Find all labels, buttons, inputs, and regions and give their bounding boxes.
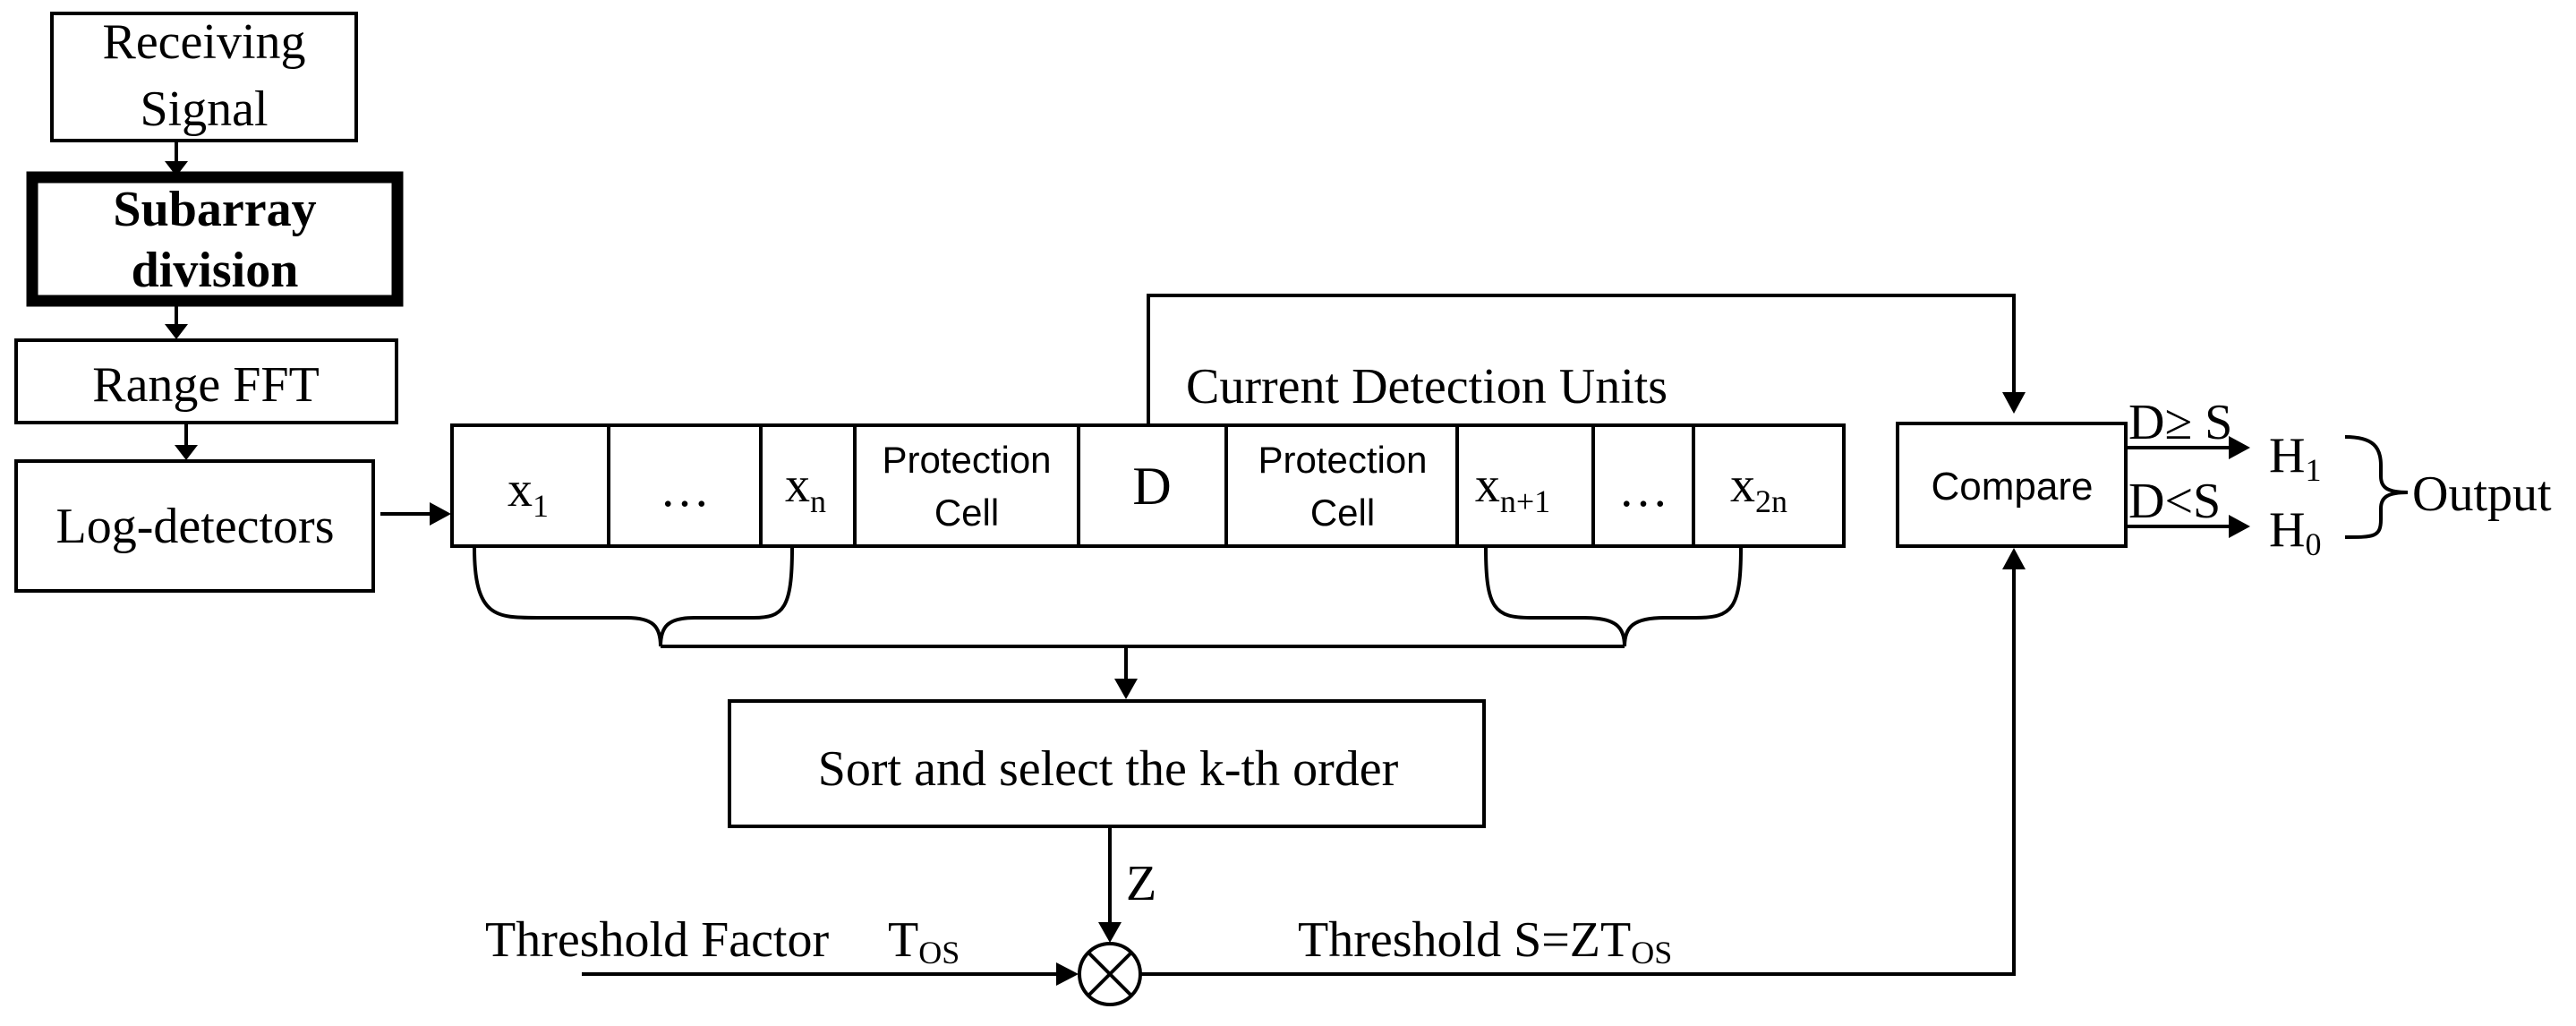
current-detection-units-label: Current Detection Units xyxy=(1186,359,1668,415)
d-ge-s-label: D≥ S xyxy=(2128,395,2232,450)
wire-multiplier-to-compare xyxy=(1140,548,2026,976)
subarray-division-block: Subarray division xyxy=(26,171,404,307)
t-os-label: TOS xyxy=(888,912,960,970)
protection-right-line1: Protection xyxy=(1258,439,1427,481)
cell-protection-right xyxy=(1224,423,1459,548)
brace-right xyxy=(1484,547,1743,647)
cell-dots-right xyxy=(1591,423,1695,548)
output-label: Output xyxy=(2412,466,2552,522)
reference-window: x1 … xn Protection Cell D Protection Cel… xyxy=(450,423,1846,548)
protection-right-line2: Cell xyxy=(1310,492,1375,534)
brace-left xyxy=(473,547,794,647)
z-label: Z xyxy=(1126,856,1156,911)
wire-compare-to-h0 xyxy=(2126,515,2250,538)
wire-d-to-compare xyxy=(1147,294,2026,425)
threshold-s-label: Threshold S=ZTOS xyxy=(1298,912,1672,970)
cell-xn-label: xn xyxy=(785,457,826,519)
subarray-division-line2: division xyxy=(132,243,299,298)
sort-select-label: Sort and select the k-th order xyxy=(818,741,1399,797)
arrow-subarray-to-fft xyxy=(165,306,188,339)
arrow-fft-to-log xyxy=(175,423,198,460)
wire-braces-to-sort xyxy=(661,645,1625,699)
h1-label: H1 xyxy=(2269,428,2321,488)
sort-select-block: Sort and select the k-th order xyxy=(728,699,1486,828)
compare-block: Compare xyxy=(1896,422,2128,548)
cell-d-label: D xyxy=(1132,457,1171,516)
subarray-division-line1: Subarray xyxy=(113,182,316,237)
cell-xn xyxy=(759,423,857,548)
cell-dots-right-label: … xyxy=(1618,462,1668,517)
wire-sort-to-multiplier xyxy=(1098,826,1122,943)
receiving-signal-line2: Signal xyxy=(140,81,268,137)
compare-label: Compare xyxy=(1932,465,2094,509)
range-fft-label: Range FFT xyxy=(92,357,320,413)
wire-compare-to-h1 xyxy=(2126,436,2250,459)
protection-left-line2: Cell xyxy=(934,492,999,534)
arrow-receiving-to-subarray xyxy=(165,141,188,176)
receiving-signal-block: Receiving Signal xyxy=(50,12,358,142)
h0-label: H0 xyxy=(2269,502,2321,562)
receiving-signal-line1: Receiving xyxy=(102,14,305,70)
wire-threshold-factor-in xyxy=(582,962,1079,986)
cell-dots-left-label: … xyxy=(660,462,710,517)
protection-left-line1: Protection xyxy=(882,439,1051,481)
multiplier-icon xyxy=(1078,942,1142,1006)
log-detectors-block: Log-detectors xyxy=(14,459,375,593)
cell-x2n xyxy=(1692,423,1846,548)
d-lt-s-label: D<S xyxy=(2128,474,2221,529)
cell-x1 xyxy=(450,423,610,548)
log-detectors-label: Log-detectors xyxy=(56,499,335,554)
arrow-log-to-cells xyxy=(380,502,451,526)
cell-d xyxy=(1077,423,1228,548)
cell-protection-left xyxy=(853,423,1080,548)
cell-xn1-label: xn+1 xyxy=(1475,457,1550,519)
threshold-factor-label: Threshold Factor xyxy=(485,912,829,968)
brace-output xyxy=(2344,435,2409,539)
range-fft-block: Range FFT xyxy=(14,338,398,424)
cell-x1-label: x1 xyxy=(508,462,549,524)
cell-x2n-label: x2n xyxy=(1730,457,1787,519)
